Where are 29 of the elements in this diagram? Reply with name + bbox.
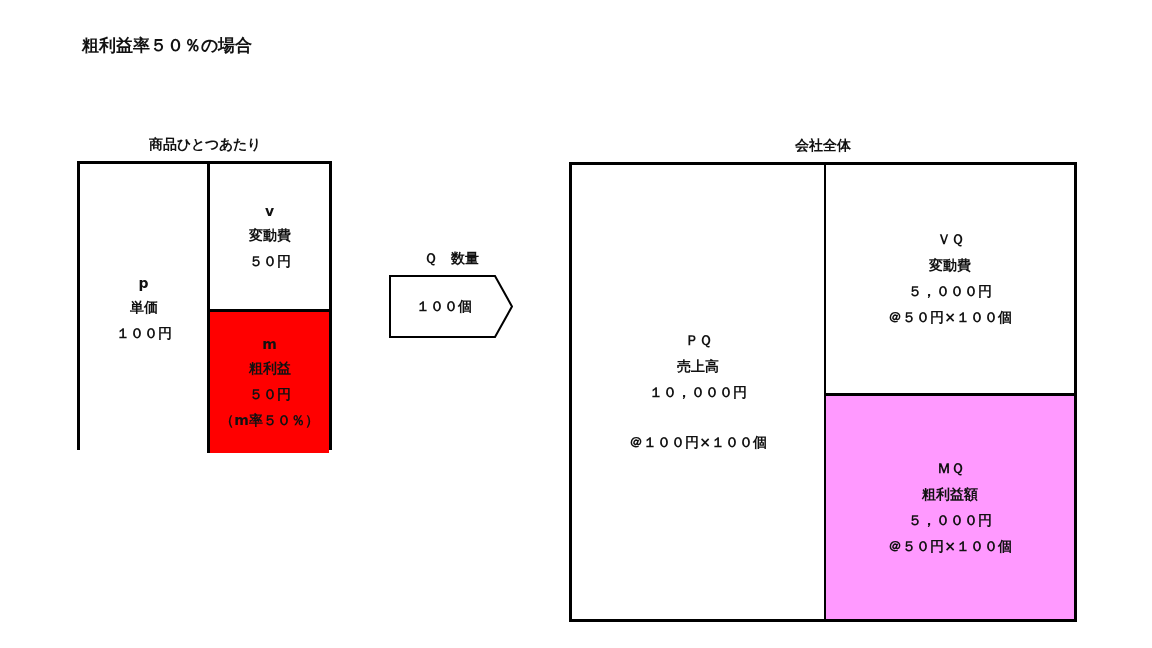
gross-profit-cell: [207, 309, 329, 453]
cell-text: ５，０００円: [908, 511, 992, 530]
cell-text: 単価: [129, 298, 158, 317]
cell-text: ５，０００円: [908, 283, 992, 301]
cell-text: 変動費: [248, 226, 291, 245]
cell-text: ＠５０円×１００個: [888, 309, 1012, 327]
cell-text: １０，０００円: [649, 384, 747, 402]
symbol-label: ＭＱ: [936, 459, 964, 478]
symbol-label: v: [264, 202, 275, 219]
section-heading: 会社全体: [795, 137, 851, 155]
section-heading: 商品ひとつあたり: [148, 136, 261, 154]
cell-text: １００円: [115, 324, 172, 343]
cell-text: ＠１００円×１００個: [629, 434, 767, 452]
symbol-label: p: [138, 274, 149, 291]
cell-text: 売上高: [677, 358, 719, 376]
title: 粗利益率５０％の場合: [82, 34, 252, 57]
symbol-label: ＶＱ: [936, 231, 964, 249]
cell-text: 粗利益: [248, 359, 291, 378]
cell-text: ５０円: [248, 385, 291, 404]
symbol-label: m: [262, 335, 277, 352]
quantity-text: １００個: [416, 297, 472, 316]
cell-text: （m率５０％）: [220, 411, 319, 430]
arrow-heading: Ｑ 数量: [423, 250, 479, 268]
cell-text: 変動費: [929, 257, 971, 275]
cell-text: ＠５０円×１００個: [888, 537, 1012, 556]
cell-text: 粗利益額: [922, 485, 978, 504]
symbol-label: ＰＱ: [684, 332, 712, 350]
cell-text: ５０円: [248, 252, 291, 271]
gross-profit-cell: [824, 393, 1074, 619]
